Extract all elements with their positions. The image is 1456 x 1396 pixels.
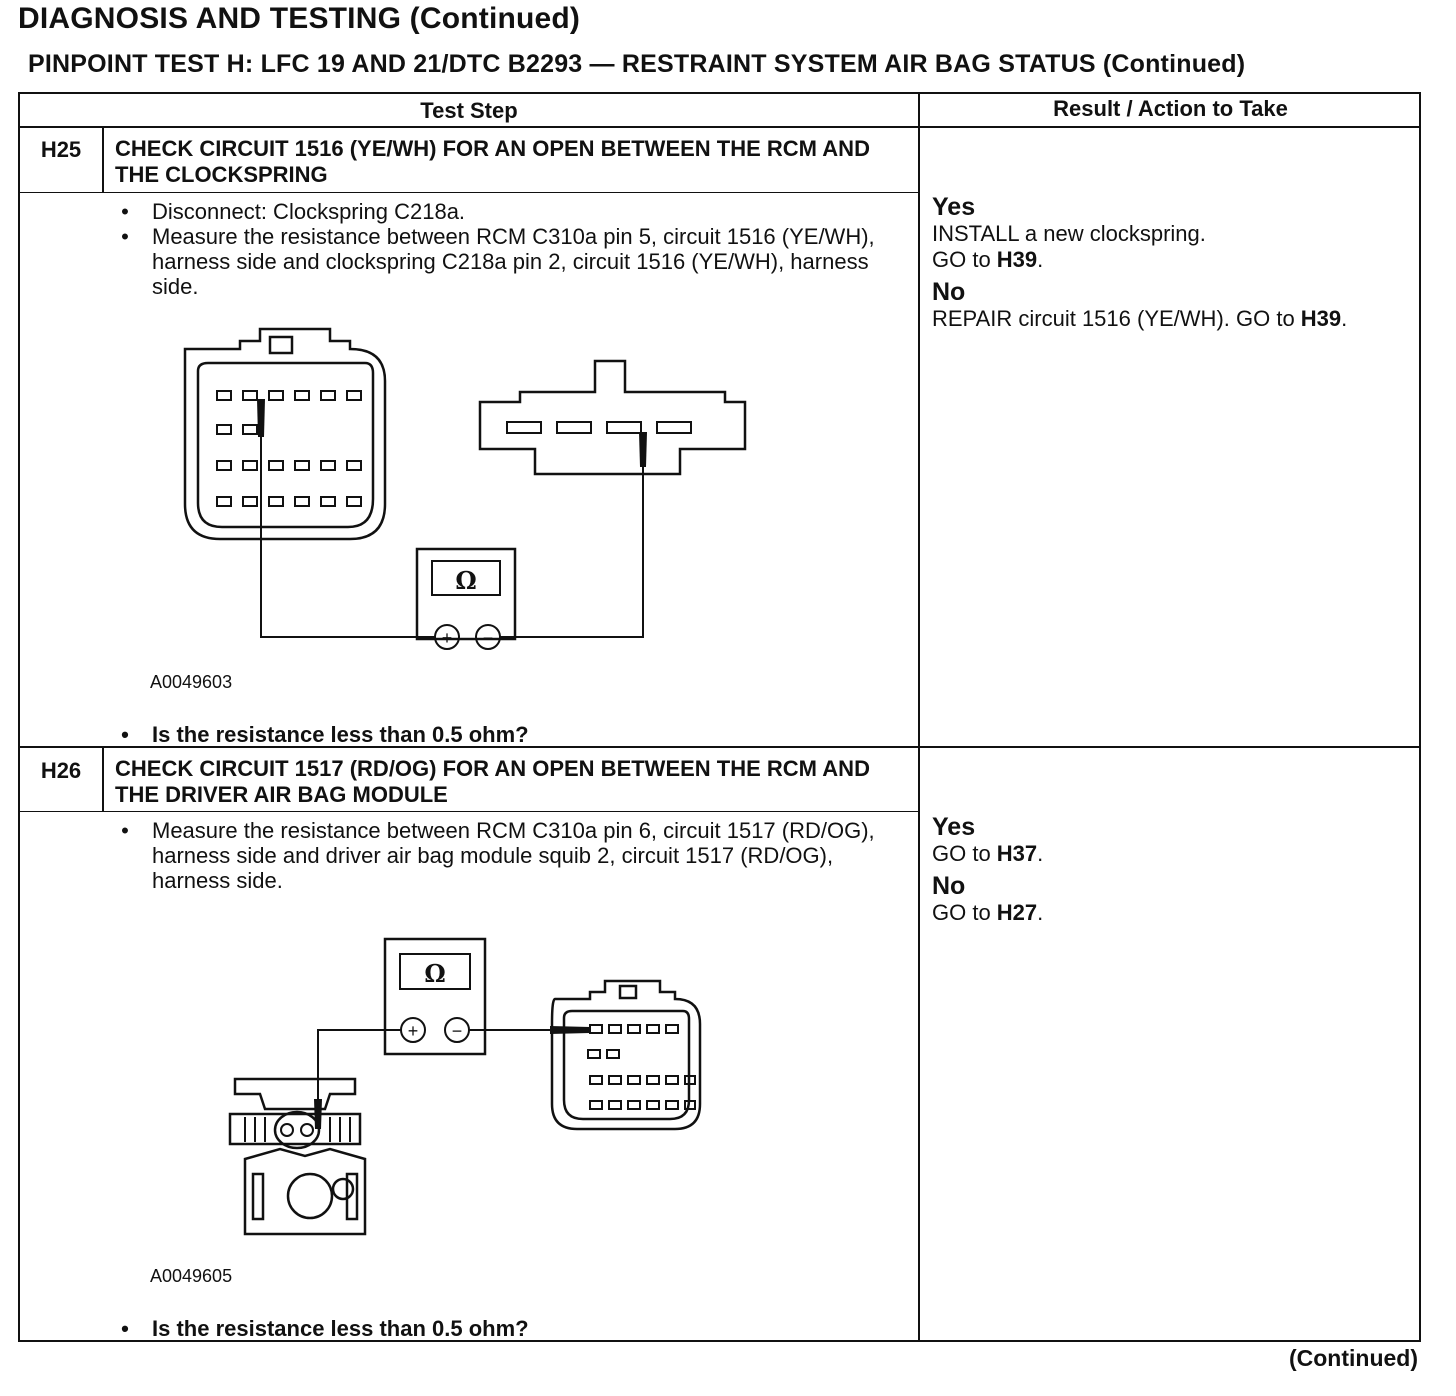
instruction-item: •Measure the resistance between RCM C310… — [121, 224, 875, 299]
minus-terminal: − — [452, 1021, 463, 1041]
pinpoint-test-title: PINPOINT TEST H: LFC 19 AND 21/DTC B2293… — [28, 50, 1246, 78]
pinpoint-test-table: Test Step Result / Action to Take H25 CH… — [18, 92, 1421, 1342]
result-yes-action: INSTALL a new clockspring. — [932, 221, 1206, 246]
step-question: •Is the resistance less than 0.5 ohm? — [121, 1316, 529, 1341]
instruction-item: •Disconnect: Clockspring C218a. — [121, 199, 466, 224]
figure-id: A0049603 — [150, 672, 233, 692]
step-title-divider — [20, 811, 918, 812]
step-instructions: •Measure the resistance between RCM C310… — [115, 818, 905, 893]
step-title: CHECK CIRCUIT 1517 (RD/OG) FOR AN OPEN B… — [115, 756, 870, 807]
step-result: Yes INSTALL a new clockspring. GO to H39… — [932, 194, 1427, 332]
step-id: H25 — [40, 137, 82, 162]
step-result: Yes GO to H37. No GO to H27. — [932, 814, 1427, 926]
result-yes-goto: GO to H37. — [932, 841, 1044, 866]
result-no-goto: GO to H27. — [932, 900, 1044, 925]
step-title-divider — [20, 192, 918, 193]
instruction-item: •Measure the resistance between RCM C310… — [121, 818, 875, 893]
step-title: CHECK CIRCUIT 1516 (YE/WH) FOR AN OPEN B… — [115, 136, 870, 187]
step-id: H26 — [40, 758, 82, 783]
result-yes-label: Yes — [932, 813, 976, 841]
circuit-diagram-h26: Ω + − — [228, 937, 702, 1236]
step-row-divider — [20, 746, 1421, 748]
plus-terminal: + — [442, 628, 453, 648]
result-yes-label: Yes — [932, 193, 976, 221]
continued-label: (Continued) — [1288, 1345, 1418, 1371]
step-question: •Is the resistance less than 0.5 ohm? — [121, 722, 529, 747]
figure-id: A0049605 — [150, 1266, 233, 1286]
column-divider — [918, 94, 920, 1342]
minus-terminal: − — [483, 628, 494, 648]
plus-terminal: + — [408, 1021, 419, 1041]
ohm-symbol: Ω — [424, 959, 445, 988]
page-title: DIAGNOSIS AND TESTING (Continued) — [18, 2, 581, 35]
step-id-divider — [102, 748, 104, 812]
column-header-result: Result / Action to Take — [1053, 96, 1288, 121]
result-no-label: No — [932, 872, 966, 900]
result-no-action: REPAIR circuit 1516 (YE/WH). GO to H39. — [932, 306, 1348, 331]
result-no-label: No — [932, 278, 966, 306]
header-divider — [20, 126, 1421, 128]
step-id-divider — [102, 126, 104, 193]
step-instructions: •Disconnect: Clockspring C218a. •Measure… — [115, 199, 905, 299]
column-header-test-step: Test Step — [420, 98, 518, 123]
circuit-diagram-h25: Ω + − — [183, 327, 747, 650]
ohm-symbol: Ω — [455, 566, 476, 595]
result-yes-goto: GO to H39. — [932, 247, 1044, 272]
